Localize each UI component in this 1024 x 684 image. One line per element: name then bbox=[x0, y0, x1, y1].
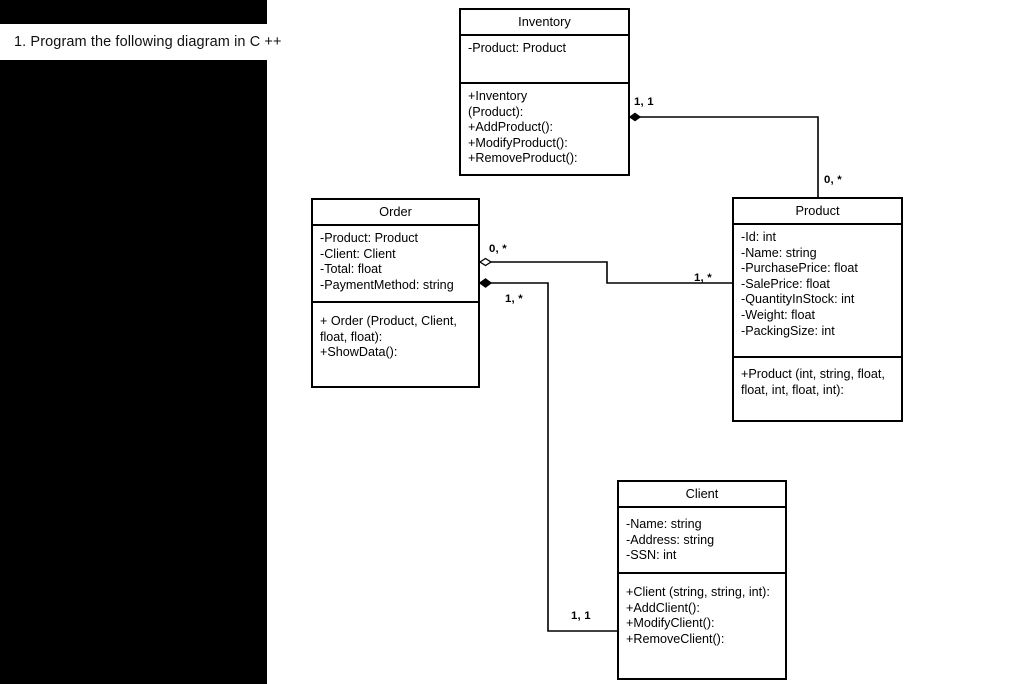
operation-row: +ModifyProduct(): bbox=[468, 135, 568, 150]
attribute-row: -Name: string bbox=[741, 245, 817, 260]
operations-order: + Order (Product, Client, float, float):… bbox=[313, 303, 478, 367]
attribute-row: -Product: Product bbox=[468, 41, 566, 55]
multiplicity-order-client-target: 1, 1 bbox=[571, 610, 591, 622]
operation-row: +ShowData(): bbox=[320, 345, 398, 360]
attribute-row: -Product: Product bbox=[320, 231, 418, 245]
connector-inventory-product bbox=[632, 116, 819, 197]
multiplicity-order-client-source: 1, * bbox=[505, 293, 523, 305]
operation-row: +ModifyClient(): bbox=[626, 616, 715, 631]
operation-row: +AddClient(): bbox=[626, 600, 700, 615]
instruction-text: 1. Program the following diagram in C ++ bbox=[14, 34, 282, 50]
instruction-strip bbox=[0, 24, 267, 60]
operation-row: + Order (Product, Client, float, float): bbox=[320, 314, 457, 344]
attribute-row: -PurchasePrice: float bbox=[741, 261, 858, 276]
operation-row: +Product (int, string, float, float, int… bbox=[741, 367, 885, 397]
slide-side-panel bbox=[0, 0, 267, 684]
class-name-inventory: Inventory bbox=[461, 10, 628, 36]
multiplicity-order-product-source: 0, * bbox=[489, 243, 507, 255]
attribute-row: -QuantityInStock: int bbox=[741, 292, 855, 307]
class-name-product: Product bbox=[734, 199, 901, 225]
attribute-row: -Total: float bbox=[320, 262, 382, 277]
operation-row: (Product): bbox=[468, 104, 524, 119]
attribute-row: -Name: string bbox=[626, 517, 702, 531]
uml-class-client[interactable]: Client -Name: string -Address: string -S… bbox=[617, 480, 787, 680]
attribute-row: -SSN: int bbox=[626, 548, 677, 563]
attribute-row: -Address: string bbox=[626, 532, 715, 547]
operation-row: +AddProduct(): bbox=[468, 120, 554, 135]
filled-diamond-icon bbox=[478, 278, 493, 288]
attributes-inventory: -Product: Product bbox=[461, 36, 628, 84]
class-name-client: Client bbox=[619, 482, 785, 508]
attributes-product: -Id: int -Name: string -PurchasePrice: f… bbox=[734, 225, 901, 358]
operations-product: +Product (int, string, float, float, int… bbox=[734, 358, 901, 404]
uml-class-inventory[interactable]: Inventory -Product: Product +Inventory (… bbox=[459, 8, 630, 176]
attributes-order: -Product: Product -Client: Client -Total… bbox=[313, 226, 478, 303]
multiplicity-order-product-target: 1, * bbox=[694, 272, 712, 284]
multiplicity-inventory-product-target: 0, * bbox=[824, 174, 842, 186]
multiplicity-inventory-product-source: 1, 1 bbox=[634, 96, 654, 108]
attribute-row: -PackingSize: int bbox=[741, 323, 835, 338]
operation-row: +RemoveProduct(): bbox=[468, 151, 578, 166]
attribute-row: -Client: Client bbox=[320, 246, 396, 261]
attribute-row: -Id: int bbox=[741, 230, 776, 244]
operation-row: +RemoveClient(): bbox=[626, 631, 725, 646]
operations-inventory: +Inventory (Product): +AddProduct(): +Mo… bbox=[461, 84, 628, 173]
uml-class-product[interactable]: Product -Id: int -Name: string -Purchase… bbox=[732, 197, 903, 422]
uml-class-order[interactable]: Order -Product: Product -Client: Client … bbox=[311, 198, 480, 388]
attribute-row: -SalePrice: float bbox=[741, 276, 830, 291]
attributes-client: -Name: string -Address: string -SSN: int bbox=[619, 508, 785, 574]
connector-order-client bbox=[489, 282, 617, 632]
operations-client: +Client (string, string, int): +AddClien… bbox=[619, 574, 785, 653]
attribute-row: -PaymentMethod: string bbox=[320, 277, 454, 292]
attribute-row: -Weight: float bbox=[741, 307, 815, 322]
class-name-order: Order bbox=[313, 200, 478, 226]
filled-diamond-icon bbox=[628, 112, 642, 122]
operation-row: +Client (string, string, int): bbox=[626, 585, 770, 599]
hollow-diamond-icon bbox=[478, 257, 493, 267]
operation-row: +Inventory bbox=[468, 89, 528, 103]
